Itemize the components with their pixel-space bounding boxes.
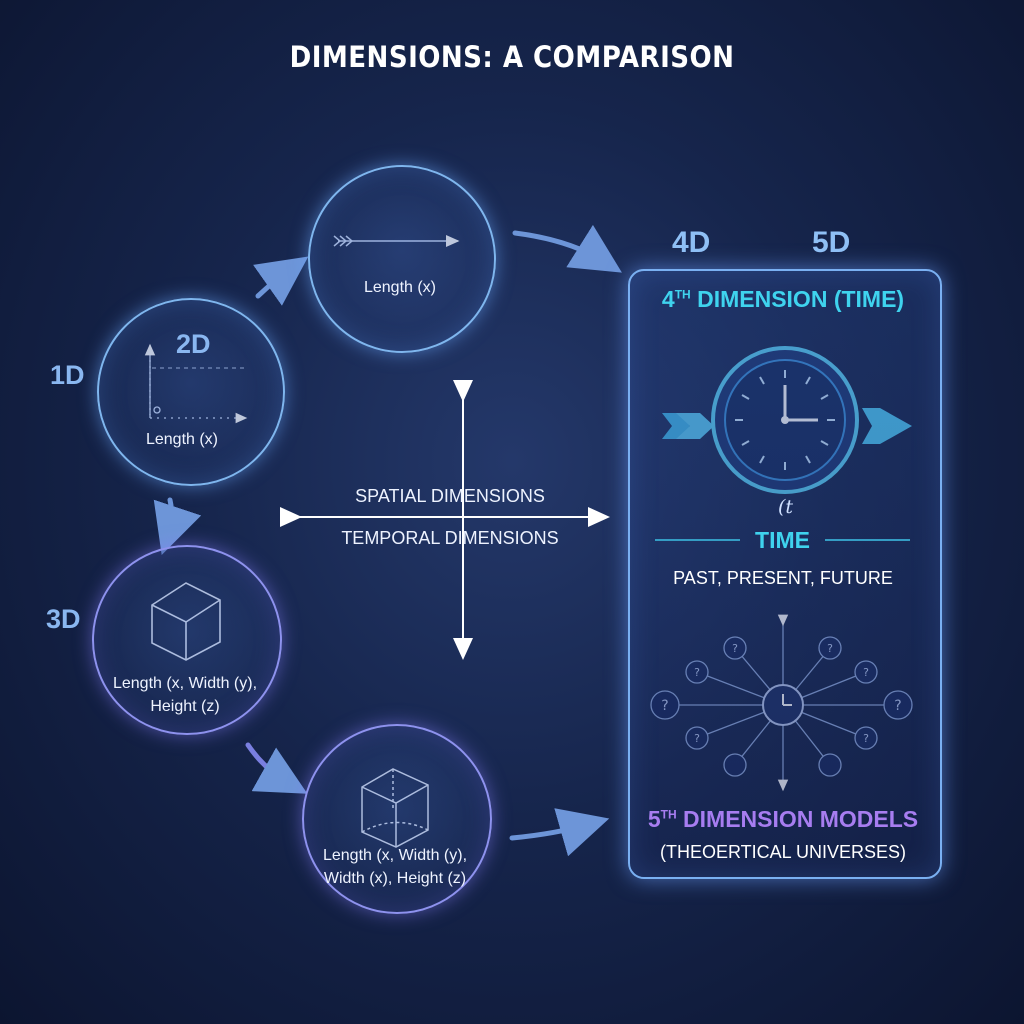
cube-circle-label-line1: Length (x, Width (y), bbox=[112, 675, 258, 692]
time-subtitle: PAST, PRESENT, FUTURE bbox=[673, 568, 893, 588]
label-4d: 4D bbox=[672, 226, 711, 259]
svg-text:?: ? bbox=[694, 666, 700, 679]
time-label: TIME bbox=[755, 527, 810, 553]
fourth-heading-num: 4 bbox=[661, 286, 675, 312]
flow-arrow-2d-to-1d bbox=[253, 256, 309, 306]
cube-circle-label-line2: Height (z) bbox=[150, 698, 220, 715]
flow-arrow-4d-to-panel bbox=[509, 808, 610, 857]
svg-text:?: ? bbox=[732, 642, 738, 655]
fifth-subtitle: (THEOERTICAL UNIVERSES) bbox=[659, 842, 907, 862]
line-circle-label: Length (x) bbox=[363, 279, 437, 296]
t-mark: (t bbox=[778, 496, 794, 518]
circle-1d-line bbox=[308, 165, 496, 353]
svg-text:?: ? bbox=[661, 698, 668, 714]
clock-icon bbox=[662, 346, 912, 494]
fifth-heading-num: 5 bbox=[647, 806, 661, 832]
box-circle-label-line2: Width (x), Height (z) bbox=[323, 870, 467, 887]
flow-arrow-1d-to-panel bbox=[512, 224, 622, 273]
flow-arrow-2d-to-3d bbox=[153, 497, 202, 555]
svg-text:?: ? bbox=[894, 698, 901, 714]
fourth-heading-rest: DIMENSION (TIME) bbox=[690, 286, 905, 312]
fifth-dimension-heading: 5TH DIMENSION MODELS bbox=[628, 806, 938, 833]
temporal-dimensions-label: TEMPORAL DIMENSIONS bbox=[341, 528, 559, 548]
label-3d: 3D bbox=[46, 604, 81, 634]
flow-arrow-3d-to-4d bbox=[245, 742, 308, 794]
label-5d: 5D bbox=[812, 226, 851, 259]
svg-text:?: ? bbox=[863, 666, 869, 679]
svg-text:?: ? bbox=[863, 732, 869, 745]
fifth-heading-rest: DIMENSION MODELS bbox=[676, 806, 919, 832]
svg-text:?: ? bbox=[694, 732, 700, 745]
plane-circle-label: Length (x) bbox=[145, 431, 219, 448]
fourth-heading-sup: TH bbox=[674, 287, 691, 302]
fourth-dimension-heading: 4TH DIMENSION (TIME) bbox=[628, 286, 938, 313]
box-circle-label-line1: Length (x, Width (y), bbox=[322, 847, 468, 864]
label-1d: 1D bbox=[50, 360, 85, 390]
multiverse-network-icon bbox=[650, 614, 913, 792]
higher-dimensions-panel bbox=[628, 269, 942, 879]
circle-4d-box bbox=[302, 724, 492, 914]
svg-text:?: ? bbox=[827, 642, 833, 655]
circle-3d-cube bbox=[92, 545, 282, 735]
spatial-dimensions-label: SPATIAL DIMENSIONS bbox=[355, 486, 545, 506]
label-2d: 2D bbox=[176, 329, 211, 359]
fifth-heading-sup: TH bbox=[660, 807, 677, 822]
circle-2d-plane bbox=[97, 298, 285, 486]
page-title: DIMENSIONS: A COMPARISON bbox=[289, 40, 735, 74]
